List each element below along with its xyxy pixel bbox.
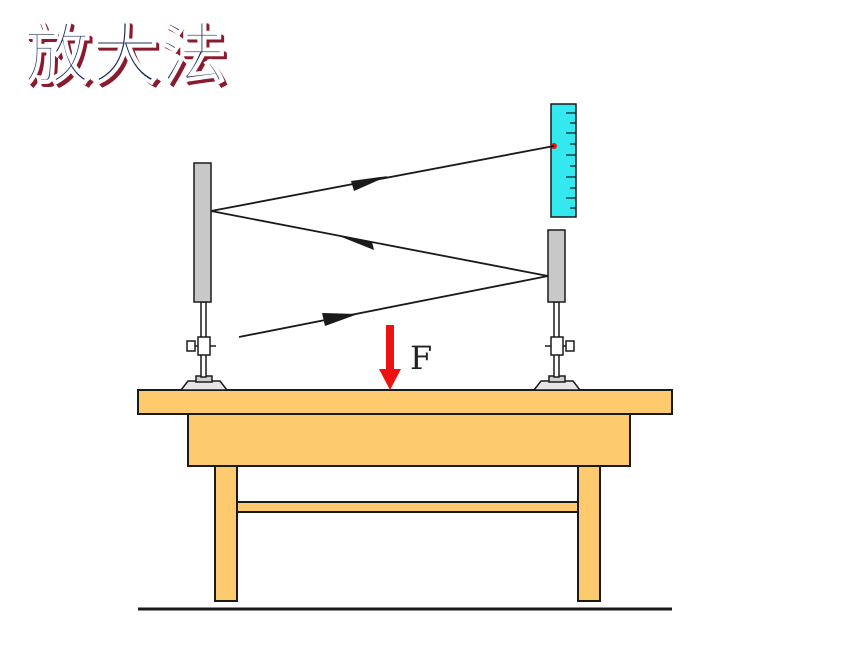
ray-reflected-2	[210, 145, 555, 212]
clamp-knob-icon	[565, 340, 575, 352]
table-apron	[187, 412, 631, 467]
right-stand	[532, 229, 582, 391]
page-title: 放大法	[23, 16, 228, 93]
left-mirror	[193, 162, 212, 303]
table-leg-right	[577, 464, 601, 602]
right-mirror	[547, 229, 566, 303]
ray-reflected-1	[210, 210, 549, 277]
table	[137, 389, 673, 602]
scale-body	[550, 103, 577, 218]
clamp-knob-icon	[186, 340, 196, 352]
left-stand	[179, 162, 229, 391]
table-crossbar	[236, 501, 579, 513]
right-clamp-body	[550, 336, 564, 356]
right-stand-base	[532, 380, 582, 391]
left-clamp-body	[197, 336, 211, 356]
ray-direction-arrow-icon	[339, 236, 374, 250]
force-arrow-icon	[379, 325, 401, 390]
scale-ticks	[566, 112, 576, 209]
ray-incident	[238, 275, 549, 338]
left-stand-base	[179, 380, 229, 391]
ray-direction-arrows	[322, 176, 388, 326]
table-top	[137, 389, 673, 415]
force-label: F	[410, 339, 432, 377]
ray-direction-arrow-icon	[322, 313, 358, 326]
ray-direction-arrow-icon	[351, 176, 388, 191]
light-path	[210, 145, 555, 338]
table-leg-left	[214, 464, 238, 602]
measuring-scale	[550, 103, 577, 218]
